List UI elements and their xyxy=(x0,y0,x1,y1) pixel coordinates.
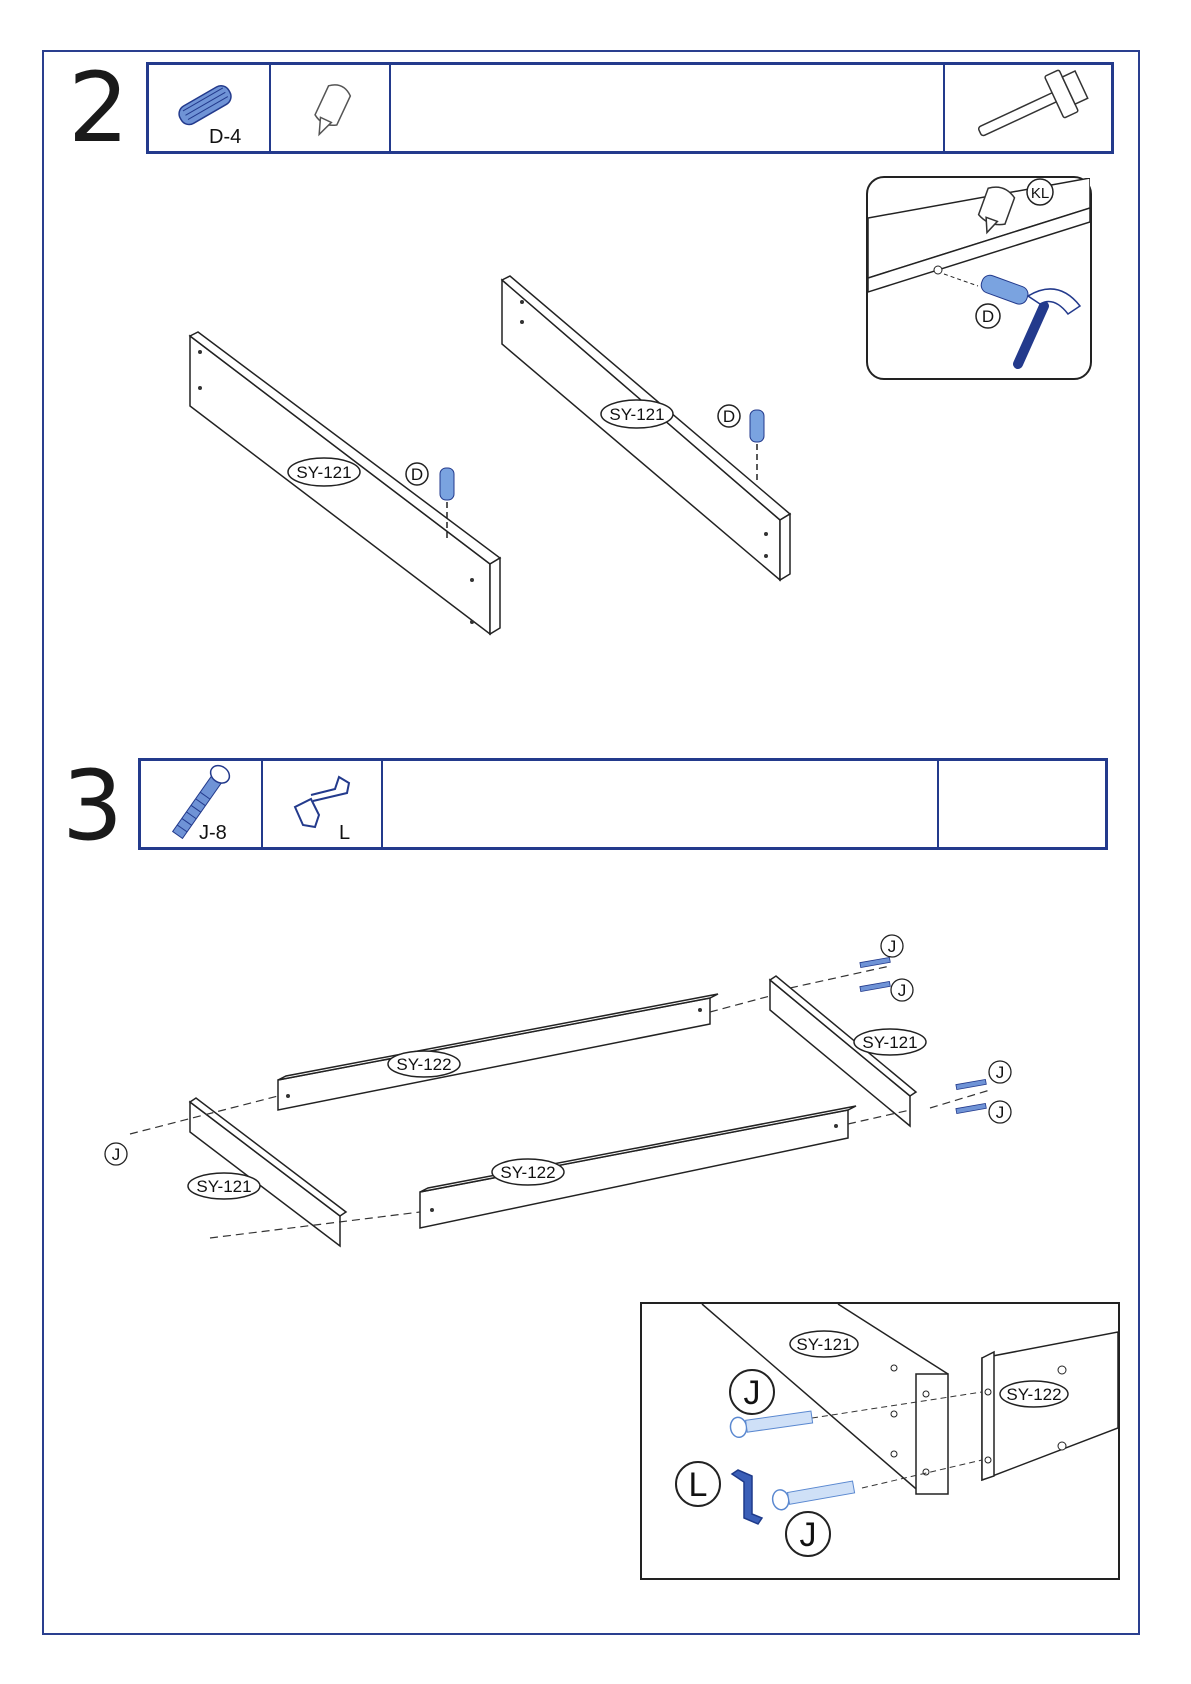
detail-side-label: SY-121 xyxy=(796,1335,851,1354)
screw-label-2: J xyxy=(898,981,907,1000)
part-code-cam-bolt: J-8 xyxy=(199,822,227,845)
detail-screw-label-lower: J xyxy=(800,1516,817,1554)
step-number-2: 2 xyxy=(68,60,129,156)
screw-label-3: J xyxy=(996,1063,1005,1082)
board-label-right: SY-121 xyxy=(609,405,664,424)
detail-allen-key-icon xyxy=(732,1470,762,1524)
screw-j-1 xyxy=(860,935,903,968)
step-number-3: 3 xyxy=(62,758,123,854)
part-cell-dowel: D-4 xyxy=(149,65,271,151)
allen-key-icon xyxy=(263,763,381,843)
screw-label-4: J xyxy=(996,1103,1005,1122)
detail-key-label: L xyxy=(689,1466,708,1504)
board-label-left: SY-121 xyxy=(296,463,351,482)
glue-dowel-detail: KL D xyxy=(868,178,1090,378)
step3-notes-cell xyxy=(383,761,939,847)
detail-screw-lower xyxy=(771,1477,855,1511)
rail-label-top: SY-122 xyxy=(396,1055,451,1074)
step3-drawing: SY-122 SY-122 SY-121 SY-121 J J xyxy=(90,920,1050,1250)
side-label-right: SY-121 xyxy=(862,1033,917,1052)
part-cell-glue xyxy=(271,65,391,151)
rail-sy122-bottom xyxy=(420,1106,856,1228)
part-cell-cam-bolt: J-8 xyxy=(141,761,263,847)
part-cell-allen-key: L xyxy=(263,761,383,847)
rail-label-bottom: SY-122 xyxy=(500,1163,555,1182)
hammer-detail-icon xyxy=(1018,289,1080,364)
step3-tool-cell xyxy=(939,761,1105,847)
board-sy121-right xyxy=(502,276,790,580)
callout-dowel-label: D xyxy=(982,307,994,326)
glue-bottle-icon xyxy=(271,69,389,149)
screw-label-5: J xyxy=(112,1145,121,1164)
step2-notes-cell xyxy=(391,65,945,151)
step2-drawing: SY-121 D SY-121 D xyxy=(150,240,850,660)
part-code-allen-key: L xyxy=(339,822,350,845)
hammer-icon xyxy=(947,67,1107,153)
side-sy121-left xyxy=(188,1098,346,1246)
rail-sy122-top xyxy=(278,994,718,1110)
step3-parts-bar: J-8 L xyxy=(138,758,1108,850)
screw-label-1: J xyxy=(888,937,897,956)
step2-parts-bar: D-4 xyxy=(146,62,1114,154)
dowel-label-left: D xyxy=(411,465,423,484)
callout-glue-label: KL xyxy=(1031,185,1049,202)
step2-callout: KL D xyxy=(866,176,1092,380)
detail-screw-label-upper: J xyxy=(744,1374,761,1412)
side-label-left: SY-121 xyxy=(196,1177,251,1196)
dowel-label-right: D xyxy=(723,407,735,426)
step3-callout: SY-121 SY-122 J L J xyxy=(640,1302,1120,1580)
tool-cell-hammer xyxy=(945,65,1111,151)
part-code-dowel: D-4 xyxy=(209,126,241,149)
joint-detail: SY-121 SY-122 J L J xyxy=(642,1304,1118,1578)
detail-rail-label: SY-122 xyxy=(1006,1385,1061,1404)
